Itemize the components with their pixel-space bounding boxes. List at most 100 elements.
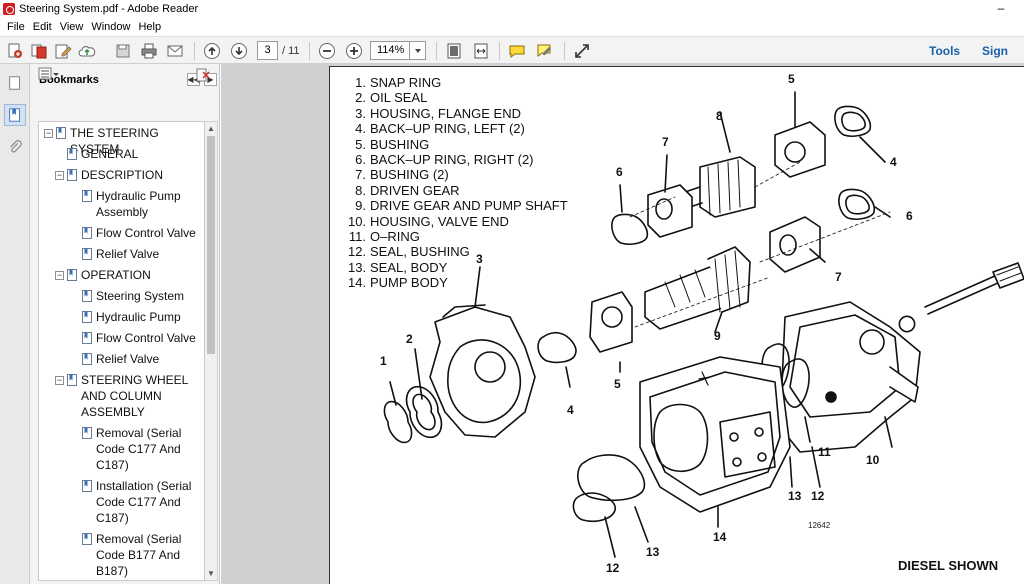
menu-view[interactable]: View (59, 21, 84, 33)
save-icon[interactable] (112, 40, 134, 62)
callout-label: 5 (788, 72, 795, 86)
bookmark-item[interactable]: GENERAL (39, 146, 204, 162)
next-page-icon[interactable] (228, 40, 250, 62)
scroll-thumb[interactable] (207, 136, 215, 354)
bookmark-item[interactable]: Relief Valve (39, 351, 204, 367)
callout-label: 10 (866, 453, 880, 467)
print-icon[interactable] (138, 40, 160, 62)
figure-number: 12642 (808, 521, 831, 530)
callout-label: 11 (818, 445, 831, 459)
callout-label: 7 (835, 270, 842, 284)
fit-page-icon[interactable] (443, 40, 465, 62)
scroll-up-icon[interactable]: ▲ (207, 124, 215, 133)
chevron-down-icon (414, 48, 421, 53)
part-name: HOUSING, VALVE END (370, 213, 509, 229)
bookmark-item[interactable]: −THE STEERING SYSTEM (39, 125, 204, 156)
sign-button[interactable]: Sign (982, 44, 1008, 58)
part-number: 13. (348, 259, 367, 275)
create-pdf-icon[interactable] (4, 40, 26, 62)
edit-pdf-icon[interactable] (52, 40, 74, 62)
parts-list-item: 4.BACK–UP RING, LEFT (2) (348, 121, 568, 136)
bookmark-label: Assembly (96, 205, 149, 219)
bookmark-icon (82, 311, 92, 323)
comment-icon[interactable] (506, 40, 528, 62)
parts-list-item: 1.SNAP RING (348, 75, 568, 90)
callout-label: 6 (616, 165, 623, 179)
menu-window[interactable]: Window (91, 21, 131, 33)
collapse-toggle-icon[interactable]: − (55, 375, 64, 385)
expand-icon[interactable] (571, 40, 593, 62)
navigation-pane-strip (0, 64, 30, 584)
bookmark-icon (82, 332, 92, 344)
bookmark-icon (67, 269, 77, 281)
bookmarks-icon[interactable] (4, 104, 26, 126)
part-number: 14. (348, 275, 367, 291)
title-bar: Steering System.pdf - Adobe Reader – (0, 0, 1024, 18)
zoom-in-icon[interactable] (343, 40, 365, 62)
bookmark-label: Steering System (96, 289, 185, 303)
bookmark-icon (82, 190, 92, 202)
collapse-toggle-icon[interactable]: − (44, 128, 53, 138)
zoom-out-icon[interactable] (316, 40, 338, 62)
menu-file[interactable]: File (7, 21, 25, 33)
email-icon[interactable] (164, 40, 186, 62)
part-number: 12. (348, 244, 367, 260)
part-name: SEAL, BODY (370, 259, 448, 275)
bookmark-icon (82, 533, 92, 545)
callout-label: 3 (476, 252, 483, 266)
collapse-toggle-icon[interactable]: − (55, 270, 64, 280)
tools-button[interactable]: Tools (929, 44, 961, 58)
bookmark-options-button[interactable] (38, 67, 60, 81)
bookmark-item[interactable]: Flow Control Valve (39, 225, 204, 241)
part-name: BACK–UP RING, RIGHT (2) (370, 151, 534, 167)
scroll-down-icon[interactable]: ▼ (207, 569, 215, 578)
page-number-input[interactable]: 3 (257, 41, 278, 60)
attachments-icon[interactable] (4, 136, 26, 158)
bookmarks-scrollbar[interactable]: ▲ ▼ (205, 121, 218, 581)
page-thumbnails-icon[interactable] (4, 72, 26, 94)
bookmark-label: C187) (96, 511, 129, 525)
callout-label: 2 (406, 332, 413, 346)
bookmark-item[interactable]: Relief Valve (39, 246, 204, 262)
combine-files-icon[interactable] (28, 40, 50, 62)
menu-help[interactable]: Help (138, 21, 162, 33)
fit-width-icon[interactable] (470, 40, 492, 62)
part-name: SNAP RING (370, 75, 442, 90)
part-number: 5. (355, 136, 366, 152)
parts-list-item: 13.SEAL, BODY (348, 260, 568, 275)
bookmark-icon (56, 127, 66, 139)
part-name: DRIVEN GEAR (370, 182, 460, 198)
bookmark-item[interactable]: Steering System (39, 288, 204, 304)
minimize-button[interactable]: – (997, 1, 1005, 15)
callout-label: 6 (906, 209, 913, 223)
menu-edit[interactable]: Edit (32, 21, 52, 33)
previous-page-icon[interactable] (201, 40, 223, 62)
bookmark-item[interactable]: Hydraulic Pump (39, 309, 204, 325)
zoom-level-input[interactable]: 114% (370, 41, 410, 60)
zoom-dropdown-button[interactable] (410, 41, 426, 60)
bookmark-icon (67, 169, 77, 181)
bookmark-item[interactable]: Flow Control Valve (39, 330, 204, 346)
bookmark-item[interactable]: −DESCRIPTION (39, 167, 204, 183)
callout-label: 7 (662, 135, 669, 149)
cloud-upload-icon[interactable] (76, 40, 98, 62)
bookmark-icon (67, 374, 77, 386)
bookmark-icon (67, 148, 77, 160)
highlight-icon[interactable] (533, 40, 555, 62)
collapse-toggle-icon[interactable]: − (55, 170, 64, 180)
delete-bookmark-icon[interactable] (195, 67, 211, 83)
bookmark-label: Hydraulic Pump (96, 189, 181, 203)
bookmark-label: Removal (Serial (96, 532, 182, 546)
bookmark-label: STEERING WHEEL (81, 373, 189, 387)
bookmark-item[interactable]: −OPERATION (39, 267, 204, 283)
parts-list-item: 10.HOUSING, VALVE END (348, 214, 568, 229)
